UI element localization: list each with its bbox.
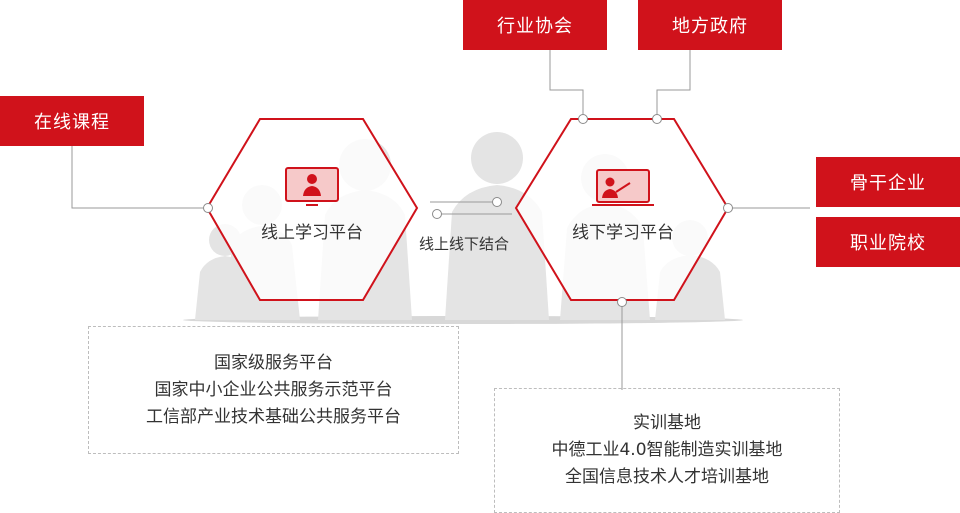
online-offline-combined-label: 线上线下结合 [419,235,510,253]
industry-association-tag: 行业协会 [463,0,607,50]
dot-offline-top-right [652,114,662,124]
dot-link-upper [492,197,502,207]
local-government-tag: 地方政府 [638,0,782,50]
offline-platform-label: 线下学习平台 [572,223,674,243]
person-on-monitor-icon [285,167,339,206]
online-platform-info-box: 国家级服务平台 国家中小企业公共服务示范平台 工信部产业技术基础公共服务平台 [88,326,459,454]
dot-offline-top-left [578,114,588,124]
backbone-enterprise-tag: 骨干企业 [816,157,960,207]
line-online-courses-to-online-platform [71,146,208,209]
offline-info-line: 中德工业4.0智能制造实训基地 [551,440,783,460]
presenter-on-screen-icon [592,169,654,206]
online-info-line: 国家级服务平台 [214,352,333,373]
offline-info-line: 实训基地 [633,413,701,433]
dot-offline-right [723,203,733,213]
connector-lines [71,50,810,390]
vocational-college-tag: 职业院校 [816,217,960,267]
line-government-to-offline-platform [656,50,691,119]
offline-platform-hexagon [514,118,730,301]
online-courses-tag: 在线课程 [0,96,144,146]
line-association-to-offline-platform [549,50,584,119]
dot-offline-bottom [617,297,627,307]
online-platform-label: 线上学习平台 [261,223,363,243]
online-info-line: 工信部产业技术基础公共服务平台 [146,406,401,427]
dot-online-left [203,203,213,213]
offline-training-info-box: 实训基地 中德工业4.0智能制造实训基地 全国信息技术人才培训基地 [494,388,840,513]
dot-link-lower [432,209,442,219]
offline-info-line: 全国信息技术人才培训基地 [565,467,769,487]
connection-dots [203,114,733,307]
online-info-line: 国家中小企业公共服务示范平台 [154,379,393,400]
